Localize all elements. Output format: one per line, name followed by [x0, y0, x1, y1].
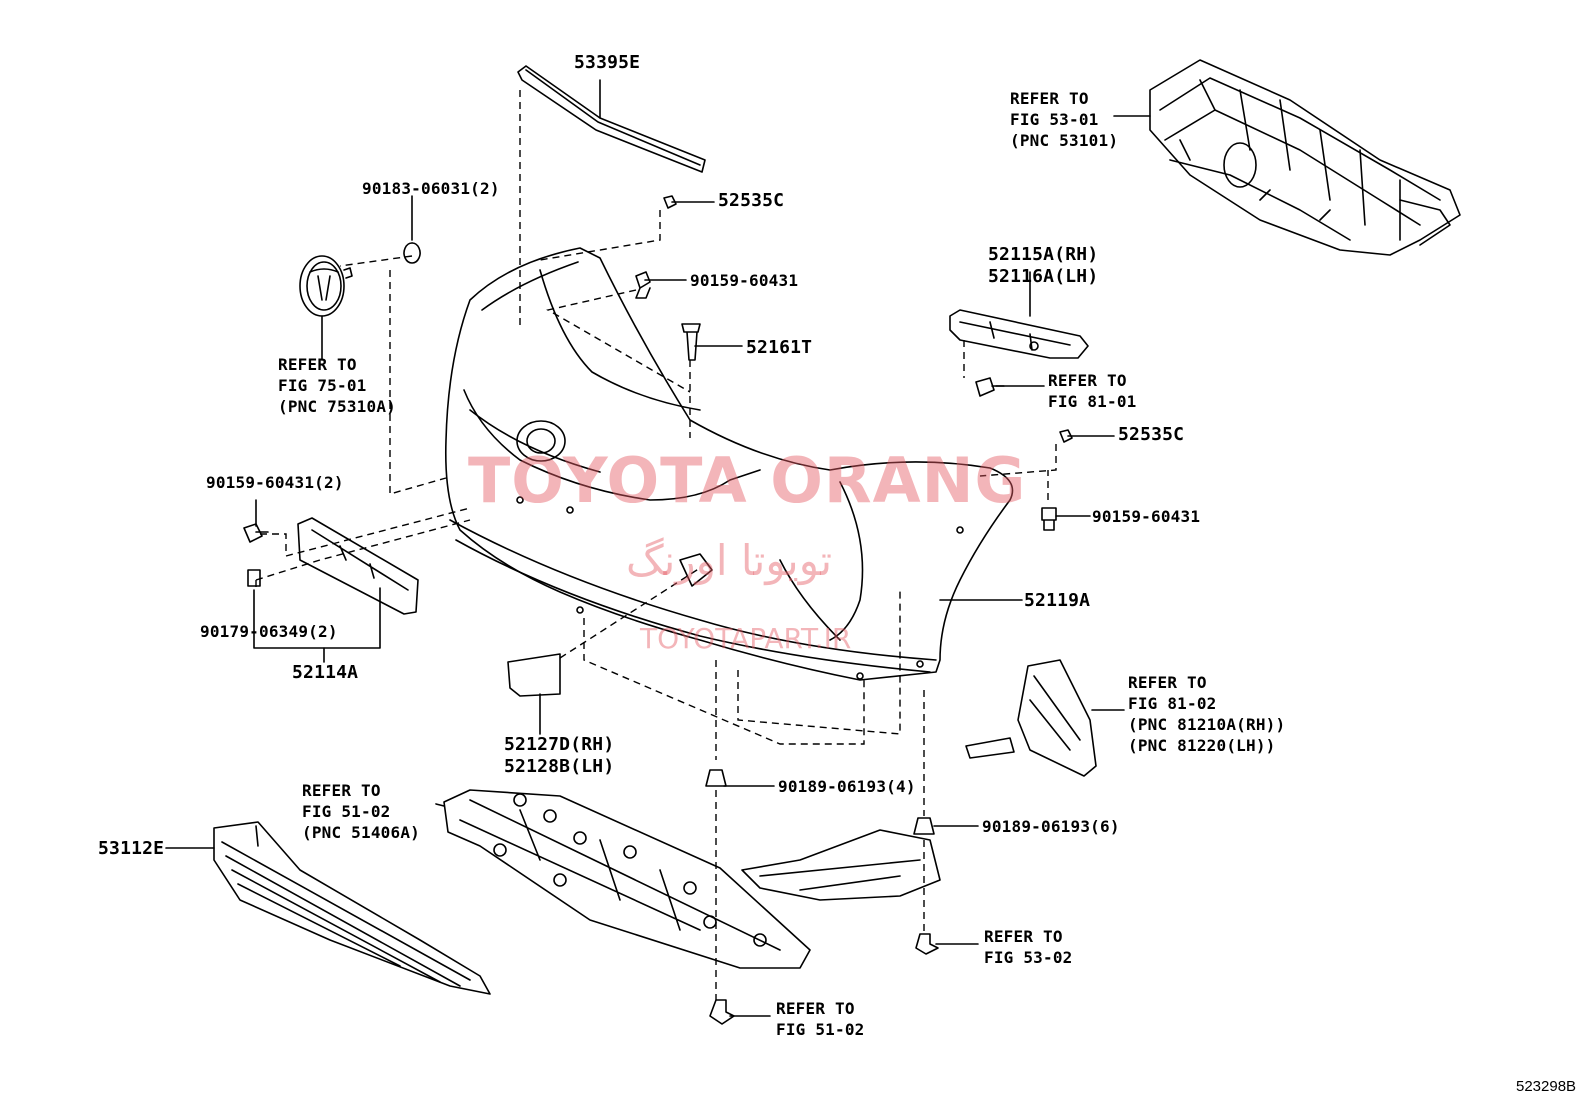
bumper-cover-drawing — [444, 247, 1014, 681]
part-label-90159-left: 90159-60431(2) — [206, 473, 344, 492]
part-label-53395E: 53395E — [574, 52, 641, 73]
watermark-farsi: تويوتا اورنگ — [626, 536, 833, 585]
part-label-90179: 90179-06349(2) — [200, 622, 338, 641]
seal-strip-53395E-drawing — [517, 65, 706, 173]
refer-fig-81-02: REFER TO FIG 81-02 (PNC 81210A(RH)) (PNC… — [1128, 673, 1286, 755]
lower-grille-drawing — [213, 821, 491, 995]
emblem-drawing — [299, 255, 353, 317]
bumper-retainer-drawing — [949, 309, 1089, 359]
part-label-90159-top: 90159-60431 — [690, 271, 799, 290]
part-label-52115A: 52115A(RH) 52116A(LH) — [988, 244, 1099, 287]
watermark-url: TOYOTAPART.IR — [640, 622, 852, 655]
refer-fig-51-02-b: REFER TO FIG 51-02 — [776, 999, 865, 1039]
watermark-title: TOYOTA ORANG — [468, 444, 1027, 517]
refer-fig-51-02-a: REFER TO FIG 51-02 (PNC 51406A) — [302, 781, 420, 842]
fog-lamp-drawing — [965, 659, 1097, 777]
part-label-52127D: 52127D(RH) 52128B(LH) — [504, 734, 615, 777]
license-bracket-drawing — [297, 517, 419, 615]
part-label-90189-4: 90189-06193(4) — [778, 777, 916, 796]
part-label-90189-6: 90189-06193(6) — [982, 817, 1120, 836]
part-label-52535C-top: 52535C — [718, 190, 785, 211]
engine-under-cover-drawing — [443, 789, 811, 969]
refer-fig-53-01: REFER TO FIG 53-01 (PNC 53101) — [1010, 89, 1119, 150]
radiator-grille-drawing — [1149, 59, 1461, 256]
refer-fig-81-01: REFER TO FIG 81-01 — [1048, 371, 1137, 411]
refer-fig-53-02: REFER TO FIG 53-02 — [984, 927, 1073, 967]
diagram-code: 523298B — [1516, 1078, 1577, 1095]
part-label-52535C-right: 52535C — [1118, 424, 1185, 445]
refer-fig-75-01: REFER TO FIG 75-01 (PNC 75310A) — [278, 355, 396, 416]
part-label-53112E: 53112E — [98, 838, 165, 859]
part-label-90183: 90183-06031(2) — [362, 179, 500, 198]
part-label-52119A: 52119A — [1024, 590, 1091, 611]
part-label-52161T: 52161T — [746, 337, 813, 358]
part-label-90159-right: 90159-60431 — [1092, 507, 1201, 526]
part-label-52114A: 52114A — [292, 662, 359, 683]
